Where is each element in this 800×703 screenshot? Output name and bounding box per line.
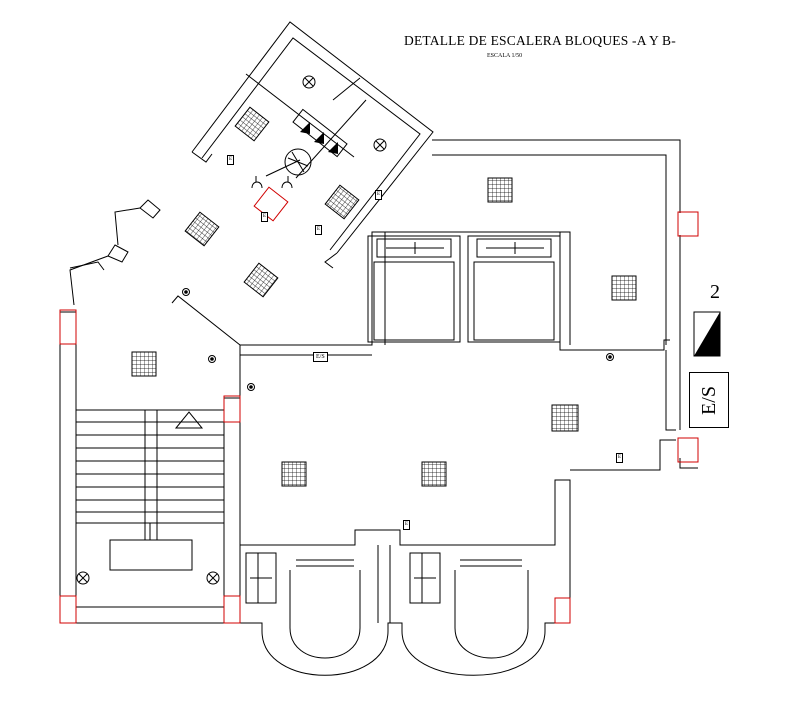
crossed-circle-icon — [373, 138, 387, 152]
stair-marker-box — [689, 372, 729, 428]
e-label: E — [315, 225, 323, 235]
e-label: E — [403, 520, 411, 530]
e-label: E — [261, 212, 269, 222]
grid-panel-icon — [421, 461, 447, 487]
drawing-scale: ESCALA 1/50 — [487, 53, 523, 59]
stair-marker: E/S — [689, 372, 729, 428]
grid-panel-icon — [243, 262, 279, 298]
drawing-title: DETALLE DE ESCALERA BLOQUES -A Y B- — [404, 33, 676, 48]
e-label: E — [227, 155, 235, 165]
bottom-towers — [239, 545, 570, 676]
main-hall — [239, 139, 698, 620]
grid-panel-icon — [611, 275, 637, 301]
elevator-shaft-1 — [367, 235, 461, 343]
grid-panel-icon — [487, 177, 513, 203]
section-number: 2 — [710, 281, 720, 303]
elevator-shaft-2 — [467, 235, 561, 343]
e-label: E — [375, 190, 383, 200]
stair-flag-icons — [300, 122, 338, 154]
grid-panel-icon — [324, 184, 360, 220]
red-wall-markers — [59, 186, 699, 624]
crossed-circle-icon — [76, 571, 90, 585]
grid-panel-icon — [184, 211, 220, 247]
grid-panel-icon — [234, 106, 270, 142]
crossed-circle-icon — [302, 75, 316, 89]
upper-wing — [191, 21, 434, 269]
crossed-circle-icon — [206, 571, 220, 585]
upper-wing-fixtures — [251, 108, 348, 189]
grid-panel-icon — [281, 461, 307, 487]
dot-circle-icon — [247, 383, 255, 391]
hall-es-label: E/S — [313, 352, 328, 362]
dot-circle-icon — [208, 355, 216, 363]
e-label: E — [616, 453, 624, 463]
triangle-flag-icon — [693, 311, 721, 357]
dot-circle-icon — [182, 288, 190, 296]
grid-panel-icon — [131, 351, 157, 377]
grid-panel-icon — [551, 404, 579, 432]
dot-circle-icon — [606, 353, 614, 361]
facade-profile — [69, 199, 161, 306]
stair-marker-label: E/S — [697, 385, 720, 415]
